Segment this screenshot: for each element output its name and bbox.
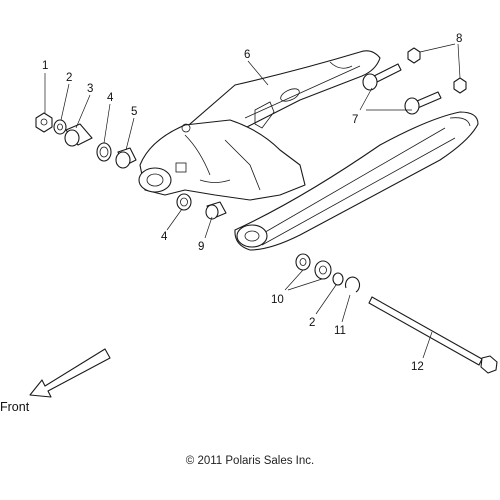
axle-bearing-2 — [314, 260, 332, 280]
center-seal — [176, 193, 192, 211]
pivot-washer — [53, 119, 67, 135]
leader-lines — [44, 43, 461, 359]
axle-hardware — [295, 253, 498, 374]
axle-snap-ring — [344, 276, 361, 293]
callout-2: 2 — [66, 72, 72, 84]
axle-bolt — [368, 296, 483, 366]
mount-nut-lower — [453, 77, 467, 94]
swing-arm — [138, 50, 479, 251]
callout-5: 5 — [131, 106, 137, 118]
swing-arm-pivot-casting — [139, 119, 306, 201]
shock-mount-hardware — [362, 47, 467, 115]
callout-10: 10 — [271, 294, 284, 306]
front-direction-arrow — [29, 348, 111, 398]
axle-bearing-1 — [295, 253, 311, 271]
copyright-footer: © 2011 Polaris Sales Inc. — [185, 455, 315, 467]
pivot-seal — [96, 142, 112, 162]
callout-4b: 4 — [161, 231, 168, 243]
callout-6: 6 — [244, 49, 250, 61]
axle-bore — [236, 224, 268, 248]
callout-2b: 2 — [309, 317, 315, 329]
callout-labels: 1 2 3 4 5 6 7 8 4 9 10 2 11 12 — [42, 33, 462, 373]
front-direction-label: Front — [0, 400, 30, 414]
pivot-bore — [138, 167, 172, 193]
pivot-hardware-left — [35, 112, 137, 169]
callout-1: 1 — [42, 60, 48, 72]
axle-washer — [332, 272, 344, 286]
callout-12: 12 — [411, 361, 424, 373]
callout-4: 4 — [107, 92, 114, 104]
mount-nut-upper — [407, 47, 421, 64]
callout-9: 9 — [198, 241, 204, 253]
callout-7: 7 — [352, 114, 358, 126]
callout-11: 11 — [334, 325, 346, 337]
callout-3: 3 — [87, 83, 93, 95]
callout-8: 8 — [456, 33, 462, 45]
pivot-hardware-center — [176, 193, 227, 220]
swing-arm-lower-rail — [234, 111, 479, 251]
pivot-nut — [35, 112, 53, 133]
